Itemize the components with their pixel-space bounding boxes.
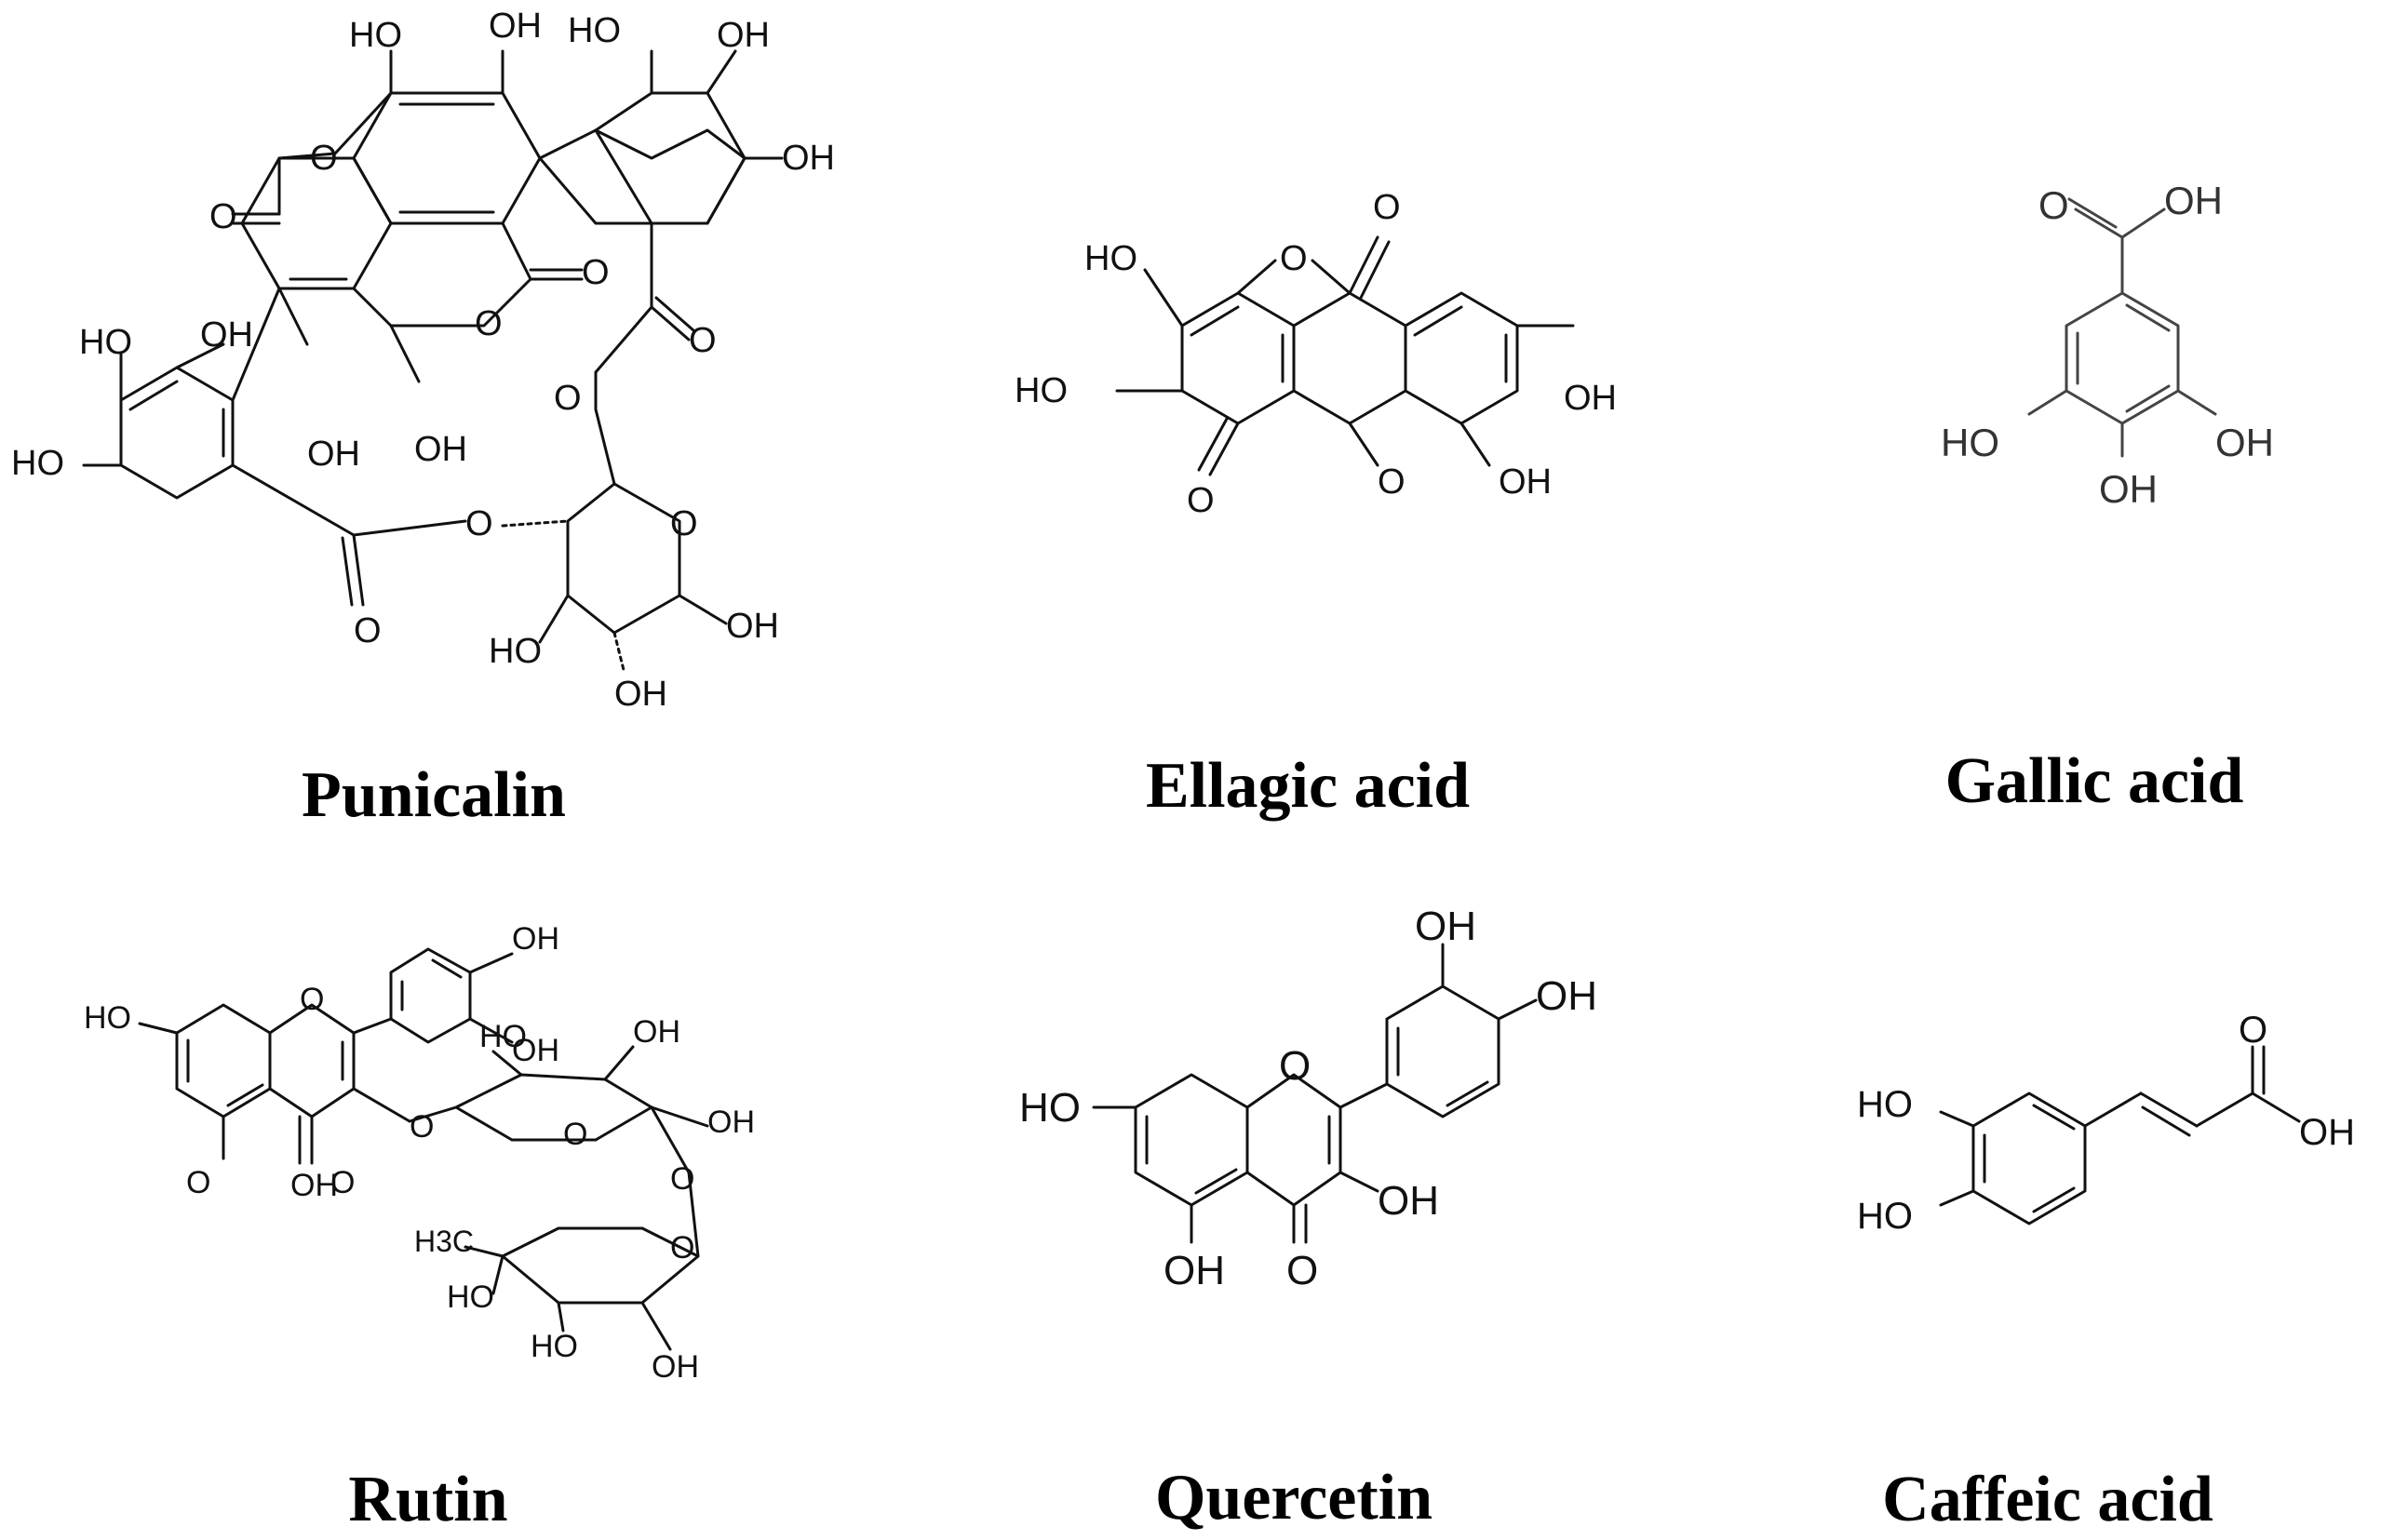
punicalin-atom: O	[310, 139, 338, 178]
punicalin-atom: OH	[307, 435, 360, 474]
punicalin-atom: OH	[726, 607, 779, 646]
caffeic-acid-atom: O	[2239, 1010, 2267, 1051]
quercetin-label: Quercetin	[1154, 1462, 1433, 1533]
ellagic-acid-atom: HO	[1015, 371, 1068, 410]
punicalin-atom: O	[582, 253, 610, 292]
punicalin-atom: O	[354, 611, 382, 650]
rutin-atom: HO	[479, 1019, 527, 1054]
punicalin-atom: OH	[414, 430, 467, 469]
gallic-acid-atom: OH	[2099, 467, 2158, 511]
punicalin-atom: HO	[489, 632, 542, 671]
punicalin-atom: HO	[11, 444, 64, 483]
quercetin-atom: O	[1279, 1043, 1311, 1089]
ellagic-acid-atom: O	[1187, 481, 1215, 520]
punicalin-atom: OH	[200, 315, 253, 355]
gallic-acid-structure: O OH HO OH OH	[1941, 179, 2274, 511]
rutin-atom: O	[670, 1161, 694, 1197]
rutin-atom: OH	[290, 1168, 338, 1203]
gallic-acid-atom: OH	[2164, 179, 2223, 222]
rutin-atom: HO	[84, 1000, 131, 1036]
rutin-atom: O	[186, 1165, 210, 1200]
rutin-atom: OH	[707, 1105, 755, 1140]
punicalin-atom: O	[475, 304, 503, 343]
punicalin-atom: OH	[614, 675, 667, 714]
rutin-atom: HO	[447, 1279, 494, 1315]
ellagic-acid-structure: HO HO O O OH OH O O	[1015, 188, 1617, 520]
rutin-atom: OH	[512, 1033, 559, 1068]
rutin-label: Rutin	[348, 1464, 508, 1535]
ellagic-acid-atom: HO	[1084, 239, 1137, 278]
punicalin-atom: O	[554, 379, 582, 418]
ellagic-acid-atom: OH	[1564, 379, 1617, 418]
gallic-acid-atom: HO	[1941, 421, 1999, 464]
punicalin-atom: O	[689, 321, 717, 360]
quercetin-structure: OH OH HO O OH OH O	[1019, 904, 1597, 1293]
punicalin-atom: HO	[349, 16, 402, 55]
quercetin-atom: OH	[1415, 904, 1476, 949]
caffeic-acid-label: Caffeic acid	[1882, 1464, 2213, 1535]
caffeic-acid-structure: O HO OH HO	[1857, 1010, 2355, 1237]
rutin-atom: H3C	[414, 1225, 474, 1258]
quercetin-atom: HO	[1019, 1085, 1081, 1131]
punicalin-label: Punicalin	[302, 759, 566, 831]
rutin-atom: O	[410, 1109, 434, 1145]
punicalin-atom: O	[670, 504, 698, 543]
rutin-atom: OH	[633, 1014, 680, 1050]
punicalin-structure: HO OH HO OH OH O O O O HO OH HO OH OH O …	[11, 7, 835, 714]
quercetin-atom: OH	[1536, 973, 1597, 1019]
punicalin-atom: O	[465, 504, 493, 543]
rutin-atom: O	[330, 1165, 355, 1200]
rutin-atom: O	[670, 1230, 694, 1265]
ellagic-acid-label: Ellagic acid	[1145, 750, 1471, 822]
rutin-atom: O	[300, 982, 324, 1017]
punicalin-atom: OH	[717, 16, 770, 55]
caffeic-acid-atom: HO	[1857, 1196, 1913, 1237]
gallic-acid-label: Gallic acid	[1944, 745, 2244, 817]
caffeic-acid-atom: HO	[1857, 1084, 1913, 1125]
quercetin-atom: OH	[1378, 1178, 1439, 1224]
ellagic-acid-atom: OH	[1499, 462, 1552, 502]
punicalin-atom: OH	[489, 7, 542, 46]
quercetin-atom: O	[1286, 1248, 1318, 1293]
ellagic-acid-atom: O	[1373, 188, 1401, 227]
rutin-atom: OH	[512, 921, 559, 957]
gallic-acid-atom: OH	[2215, 421, 2274, 464]
punicalin-atom: O	[209, 197, 237, 236]
punicalin-atom: HO	[568, 11, 621, 50]
gallic-acid-atom: O	[2038, 183, 2069, 227]
punicalin-atom: HO	[79, 323, 132, 362]
rutin-atom: OH	[652, 1349, 699, 1385]
quercetin-atom: OH	[1164, 1248, 1225, 1293]
rutin-atom: HO	[531, 1329, 578, 1364]
ellagic-acid-atom: O	[1378, 462, 1406, 502]
rutin-structure: OH HO O OH OH HO OH O O O OH O O H3C O H…	[84, 921, 755, 1385]
punicalin-atom: OH	[782, 139, 835, 178]
rutin-atom: O	[563, 1117, 587, 1152]
ellagic-acid-atom: O	[1280, 239, 1308, 278]
caffeic-acid-atom: OH	[2299, 1112, 2355, 1153]
